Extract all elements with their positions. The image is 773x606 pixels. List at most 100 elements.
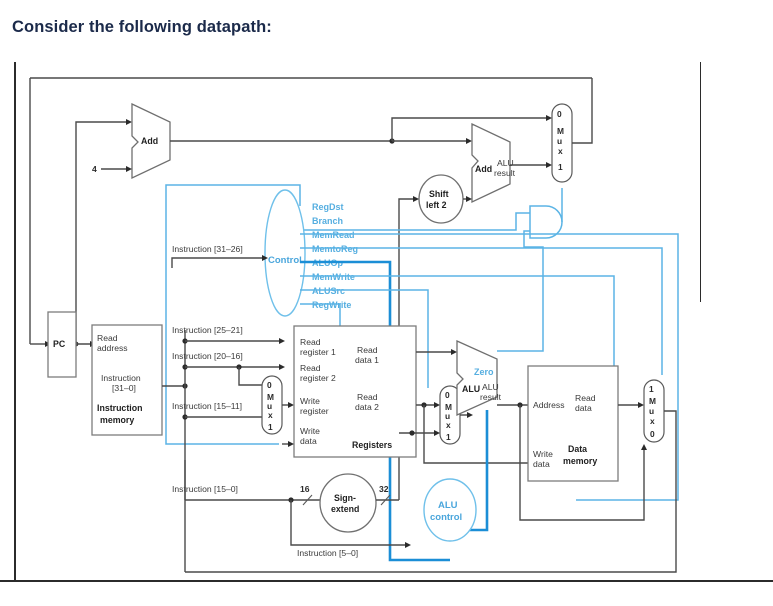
branch-and-gate bbox=[529, 205, 563, 239]
signal-label-memwrite: MemWrite bbox=[312, 272, 355, 282]
label-instr-5-0: Instruction [5–0] bbox=[297, 548, 358, 558]
arrow-signext-to-alusrc bbox=[434, 430, 440, 436]
dmem-read-data-line1: Read bbox=[575, 393, 596, 403]
regdst-mux-m: M bbox=[267, 392, 274, 402]
shift-left-2-ellipse bbox=[418, 174, 464, 224]
dmem-write-data-line1: Write bbox=[533, 449, 553, 459]
dmem-read-data-line2: data bbox=[575, 403, 592, 413]
arrow-instr-20-16 bbox=[279, 364, 285, 370]
branch-adder-result-line2: result bbox=[494, 168, 516, 178]
regdst-mux-u: u bbox=[267, 401, 272, 411]
arrow-pc-to-add bbox=[126, 119, 132, 125]
pcsrc-mux-label-1: 1 bbox=[558, 162, 563, 172]
bus-slash-32 bbox=[380, 494, 391, 506]
reg-read-register-2-line2: register 2 bbox=[300, 373, 336, 383]
pcsrc-mux-u: u bbox=[557, 136, 562, 146]
arrow-opcode-to-control bbox=[262, 255, 268, 261]
sign-extend-line2: extend bbox=[331, 504, 359, 514]
constant-four-label: 4 bbox=[92, 164, 97, 174]
wire-alusrc bbox=[300, 289, 429, 388]
frame-bottom-rule bbox=[0, 580, 773, 582]
junction-signext-alusrc bbox=[409, 430, 415, 436]
registers-block bbox=[293, 325, 417, 458]
arrow-branch-target bbox=[546, 162, 552, 168]
alu-shape bbox=[456, 339, 498, 417]
arrow-pcplus4-to-branchadd bbox=[466, 138, 472, 144]
pcsrc-mux-m: M bbox=[557, 126, 564, 136]
pc-label: PC bbox=[53, 339, 66, 349]
sign-extend-ellipse bbox=[319, 473, 377, 533]
memtoreg-mux-u: u bbox=[649, 406, 654, 416]
memtoreg-mux-m: M bbox=[649, 396, 656, 406]
alusrc-mux-label-1: 1 bbox=[446, 432, 451, 442]
wire-pcsrc-out bbox=[572, 78, 593, 144]
arrow-readdata2-to-mux bbox=[434, 402, 440, 408]
signal-label-branch: Branch bbox=[312, 216, 343, 226]
wire-memtoreg bbox=[300, 247, 663, 375]
pc-adder-label: Add bbox=[141, 136, 158, 146]
alusrc-mux-u: u bbox=[445, 411, 450, 421]
wire-aluresult-to-memtoreg bbox=[519, 405, 645, 521]
alu-control-line1: ALU bbox=[438, 500, 458, 511]
arrow-writedata-in bbox=[288, 441, 294, 447]
dmem-address-label: Address bbox=[533, 400, 565, 410]
dmem-name-line1: Data bbox=[568, 444, 587, 454]
wire-memread bbox=[300, 233, 679, 501]
shift-left-2-line2: left 2 bbox=[426, 200, 447, 210]
bus-slash-16 bbox=[302, 494, 313, 506]
memtoreg-mux-label-0: 0 bbox=[650, 429, 655, 439]
imem-name-line1: Instruction bbox=[97, 403, 142, 413]
label-width-16: 16 bbox=[300, 484, 310, 494]
imem-name-line2: memory bbox=[100, 415, 134, 425]
arrow-alusrc-mux-out bbox=[467, 412, 473, 418]
signal-label-memread: MemRead bbox=[312, 230, 355, 240]
frame-left-border bbox=[14, 62, 16, 581]
dmem-write-data-line2: data bbox=[533, 459, 550, 469]
reg-read-data-2-line1: Read bbox=[357, 392, 378, 402]
control-unit-ellipse bbox=[264, 189, 306, 317]
label-instr-15-11: Instruction [15–11] bbox=[172, 401, 242, 411]
alu-label: ALU bbox=[462, 384, 480, 394]
wire-instr-5-0 bbox=[290, 500, 368, 546]
shift-left-2-line1: Shift bbox=[429, 189, 449, 199]
alu-zero-label: Zero bbox=[474, 367, 494, 377]
reg-read-data-1-line2: data 1 bbox=[355, 355, 379, 365]
sign-extend-line1: Sign- bbox=[334, 493, 356, 503]
arrow-readdata1-to-alu bbox=[451, 349, 457, 355]
registers-name: Registers bbox=[352, 440, 392, 450]
reg-read-register-1-line1: Read bbox=[300, 337, 321, 347]
wire-zero-to-and bbox=[497, 230, 544, 352]
regdst-mux-label-1: 1 bbox=[268, 422, 273, 432]
reg-write-data-line2: data bbox=[300, 436, 317, 446]
signal-label-regwrite: RegWrite bbox=[312, 300, 351, 310]
signal-label-regdst: RegDst bbox=[312, 202, 344, 212]
wire-alucontrol-to-alu bbox=[465, 410, 489, 532]
wire-opcode-to-control bbox=[171, 257, 262, 268]
arrow-aluresult-to-memtoreg bbox=[641, 444, 647, 450]
signal-label-alusrc: ALUSrc bbox=[312, 286, 345, 296]
label-instr-25-21: Instruction [25–21] bbox=[172, 325, 243, 335]
memtoreg-mux-label-1: 1 bbox=[649, 384, 654, 394]
alusrc-mux-x: x bbox=[446, 420, 451, 430]
label-instr-15-0: Instruction [15–0] bbox=[172, 484, 238, 494]
pc-adder-shape bbox=[131, 102, 171, 180]
pcsrc-mux-label-0: 0 bbox=[557, 109, 562, 119]
alu-control-line2: control bbox=[430, 512, 462, 523]
arrow-pcplus4-to-mux0 bbox=[546, 115, 552, 121]
alusrc-mux-label-0: 0 bbox=[445, 390, 450, 400]
arrow-signext-to-shift bbox=[413, 196, 419, 202]
signal-label-memtoreg: MemtoReg bbox=[312, 244, 358, 254]
imem-read-address-line2: address bbox=[97, 343, 128, 353]
regdst-mux-label-0: 0 bbox=[267, 380, 272, 390]
arrow-four-in bbox=[126, 166, 132, 172]
wire-memtoreg-out-to-writedata bbox=[185, 410, 677, 573]
wire-regdst bbox=[165, 184, 301, 445]
wire-pc-to-add bbox=[75, 121, 126, 344]
regdst-mux-x: x bbox=[268, 410, 273, 420]
reg-read-data-2-line2: data 2 bbox=[355, 402, 379, 412]
arrow-shift-to-adder bbox=[466, 196, 472, 202]
arrow-regdst-mux-out bbox=[288, 402, 294, 408]
label-width-32: 32 bbox=[379, 484, 389, 494]
reg-read-register-2-line1: Read bbox=[300, 363, 321, 373]
imem-read-address-line1: Read bbox=[97, 333, 118, 343]
